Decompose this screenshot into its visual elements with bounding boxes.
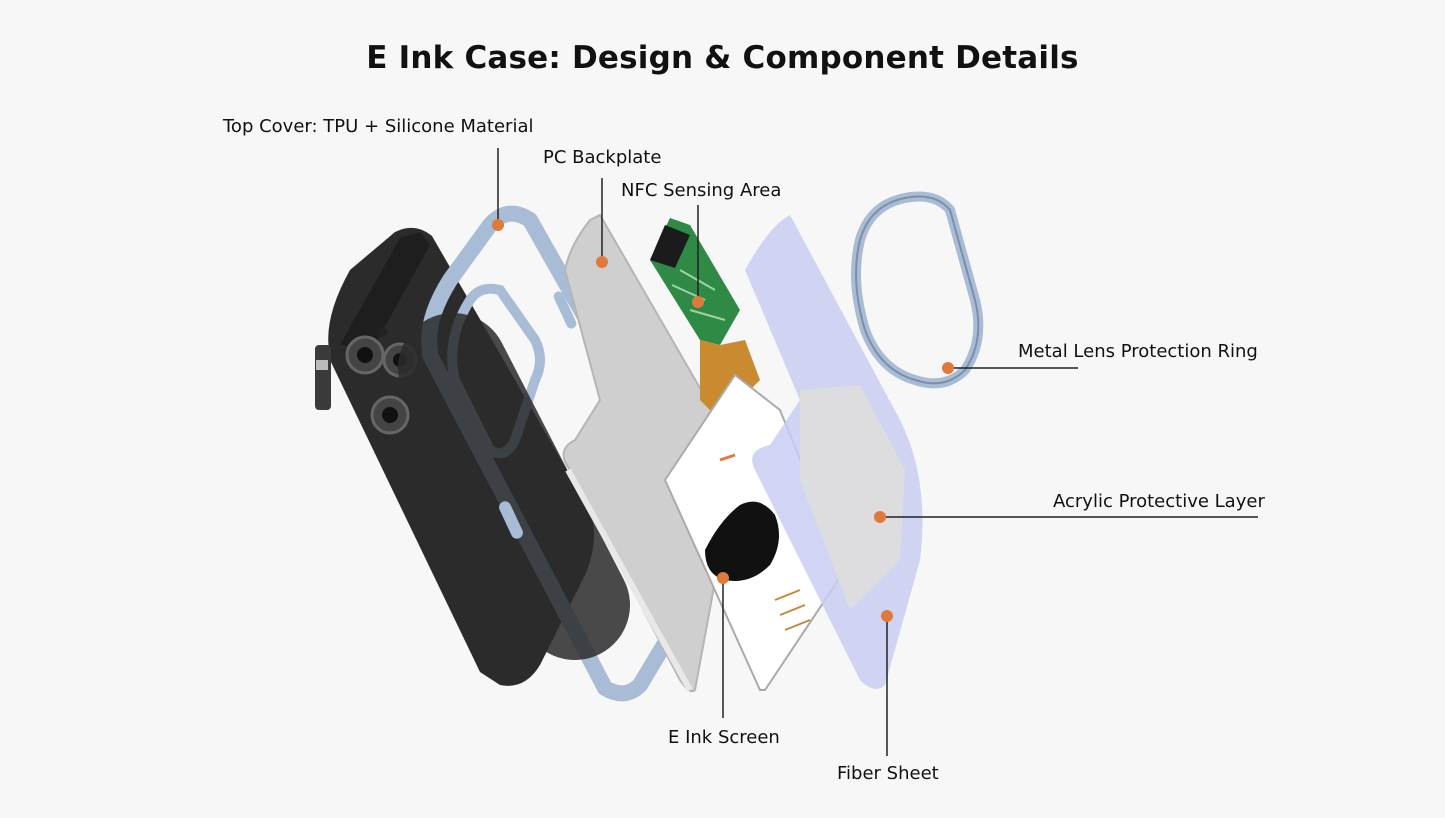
label-lens-ring: Metal Lens Protection Ring <box>1018 341 1258 362</box>
nfc-board-illustration <box>650 218 760 420</box>
label-fiber-sheet: Fiber Sheet <box>837 763 939 784</box>
fiber-sheet-illustration <box>745 215 923 689</box>
label-eink-screen: E Ink Screen <box>668 727 780 748</box>
label-nfc-area: NFC Sensing Area <box>621 180 782 201</box>
marker-eink <box>717 572 729 584</box>
leader-lines <box>497 148 1258 756</box>
marker-pc-backplate <box>596 256 608 268</box>
marker-top-cover <box>492 219 504 231</box>
marker-lens-ring <box>942 362 954 374</box>
label-pc-backplate: PC Backplate <box>543 147 662 168</box>
marker-acrylic <box>874 511 886 523</box>
backplate-illustration <box>562 213 736 693</box>
label-top-cover: Top Cover: TPU + Silicone Material <box>223 116 534 137</box>
marker-nfc <box>692 296 704 308</box>
label-acrylic-layer: Acrylic Protective Layer <box>1053 491 1265 512</box>
marker-fiber <box>881 610 893 622</box>
lens-ring-illustration <box>851 191 984 389</box>
diagram-title: E Ink Case: Design & Component Details <box>366 40 1079 76</box>
